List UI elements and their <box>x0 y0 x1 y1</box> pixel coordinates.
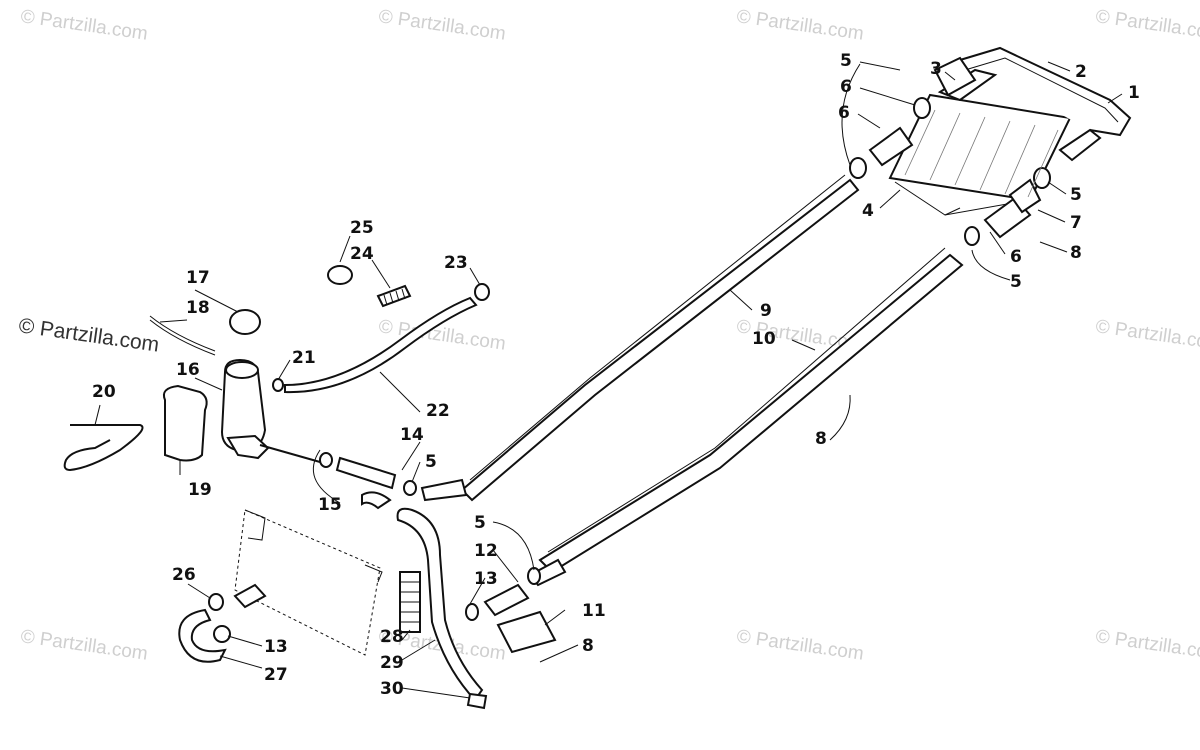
callout-26: 26 <box>172 565 196 585</box>
watermark: © Partzilla.com <box>1094 626 1200 665</box>
heat-exchanger-9 <box>460 178 860 502</box>
rail-9 <box>460 174 860 502</box>
watermark: © Partzilla.com <box>1094 6 1200 45</box>
hose-14 <box>335 456 397 490</box>
bottle-neck <box>225 361 259 379</box>
clamp-5 <box>1033 167 1051 189</box>
hose-line <box>259 444 321 463</box>
callout-29: 29 <box>380 653 404 673</box>
clamp-30 <box>466 692 488 710</box>
callouts: 1 2 3 4 5 5 5 5 5 6 6 6 7 8 8 8 9 10 11 … <box>92 51 1140 699</box>
hose-connector <box>420 478 468 502</box>
watermark: © Partzilla.com <box>735 626 865 665</box>
clamp-5 <box>849 157 867 179</box>
callout-5: 5 <box>840 51 852 71</box>
callout-27: 27 <box>264 665 288 685</box>
callout-13: 13 <box>474 569 498 589</box>
engine-body <box>234 509 381 656</box>
callout-14: 14 <box>400 425 424 445</box>
clamp-26 <box>208 593 224 611</box>
clamp-7 <box>913 97 931 119</box>
clamp-5 <box>527 567 541 585</box>
callout-24: 24 <box>350 244 374 264</box>
tube-connector <box>1058 128 1102 162</box>
hose-12 <box>483 583 530 617</box>
callout-23: 23 <box>444 253 468 273</box>
callout-3: 3 <box>930 59 942 79</box>
callout-21: 21 <box>292 348 316 368</box>
pump-outlet <box>233 583 267 609</box>
front-rail-fittings <box>465 567 557 654</box>
callout-19: 19 <box>188 480 212 500</box>
clamp-13 <box>465 603 479 621</box>
cap-17 <box>229 309 261 335</box>
watermark: © Partzilla.com <box>1094 316 1200 355</box>
callout-22: 22 <box>426 401 450 421</box>
hose-27 <box>178 608 227 663</box>
hose-6 <box>868 126 914 167</box>
hose-29 <box>396 507 484 702</box>
callout-17: 17 <box>186 268 210 288</box>
rear-heat-exchanger <box>849 46 1132 246</box>
callout-16: 16 <box>176 360 200 380</box>
clamp-5 <box>964 226 980 246</box>
watermark: © Partzilla.com <box>19 626 149 665</box>
callout-6: 6 <box>840 77 852 97</box>
callout-1: 1 <box>1128 83 1140 103</box>
callout-13: 13 <box>264 637 288 657</box>
callout-20: 20 <box>92 382 116 402</box>
coolant-bottle-assembly <box>63 265 490 710</box>
callout-8: 8 <box>582 636 594 656</box>
callout-5: 5 <box>474 513 486 533</box>
callout-8: 8 <box>815 429 827 449</box>
clamp-7 <box>1008 178 1042 214</box>
rear-bumper-tube <box>959 46 1132 137</box>
heat-exchanger-10 <box>538 253 964 574</box>
callout-9: 9 <box>760 301 772 321</box>
leader-lines <box>94 61 1123 699</box>
rail-10 <box>528 247 964 587</box>
callout-25: 25 <box>350 218 374 238</box>
clamp-5 <box>403 480 417 496</box>
callout-15: 15 <box>318 495 342 515</box>
bracket-11 <box>496 610 557 654</box>
callout-30: 30 <box>380 679 404 699</box>
callout-6: 6 <box>1010 247 1022 267</box>
callout-18: 18 <box>186 298 210 318</box>
callout-5: 5 <box>1010 272 1022 292</box>
clamp-21 <box>272 378 284 392</box>
callout-5: 5 <box>1070 185 1082 205</box>
callout-28: 28 <box>380 627 404 647</box>
clamp-25 <box>327 265 353 285</box>
clamp-15 <box>361 491 392 510</box>
callout-11: 11 <box>582 601 606 621</box>
watermark: © Partzilla.com <box>377 6 507 45</box>
engine-outline <box>178 509 383 663</box>
callout-12: 12 <box>474 541 498 561</box>
callout-8: 8 <box>1070 243 1082 263</box>
callout-4: 4 <box>862 201 874 221</box>
callout-5: 5 <box>425 452 437 472</box>
overflow-hose-18 <box>149 319 216 356</box>
spring-24 <box>376 284 412 308</box>
callout-7: 7 <box>1070 213 1082 233</box>
rear-bumper-tube-inner <box>964 57 1119 123</box>
strap-20 <box>63 424 144 472</box>
fitting-23 <box>474 283 490 301</box>
watermark: © Partzilla.com <box>735 6 865 45</box>
clamp-15 <box>319 452 333 468</box>
callout-10: 10 <box>752 329 776 349</box>
hose-3 <box>933 56 977 97</box>
bottle-elbow <box>226 434 270 460</box>
watermark-dark: © Partzilla.com <box>17 314 160 356</box>
hose-22 <box>284 296 478 394</box>
callout-2: 2 <box>1075 62 1087 82</box>
watermark: © Partzilla.com <box>19 6 149 45</box>
clamp-13 <box>213 625 231 643</box>
plate-edge <box>944 207 961 216</box>
bottle-16 <box>220 358 267 452</box>
bracket-19 <box>162 384 208 462</box>
callout-6: 6 <box>838 103 850 123</box>
